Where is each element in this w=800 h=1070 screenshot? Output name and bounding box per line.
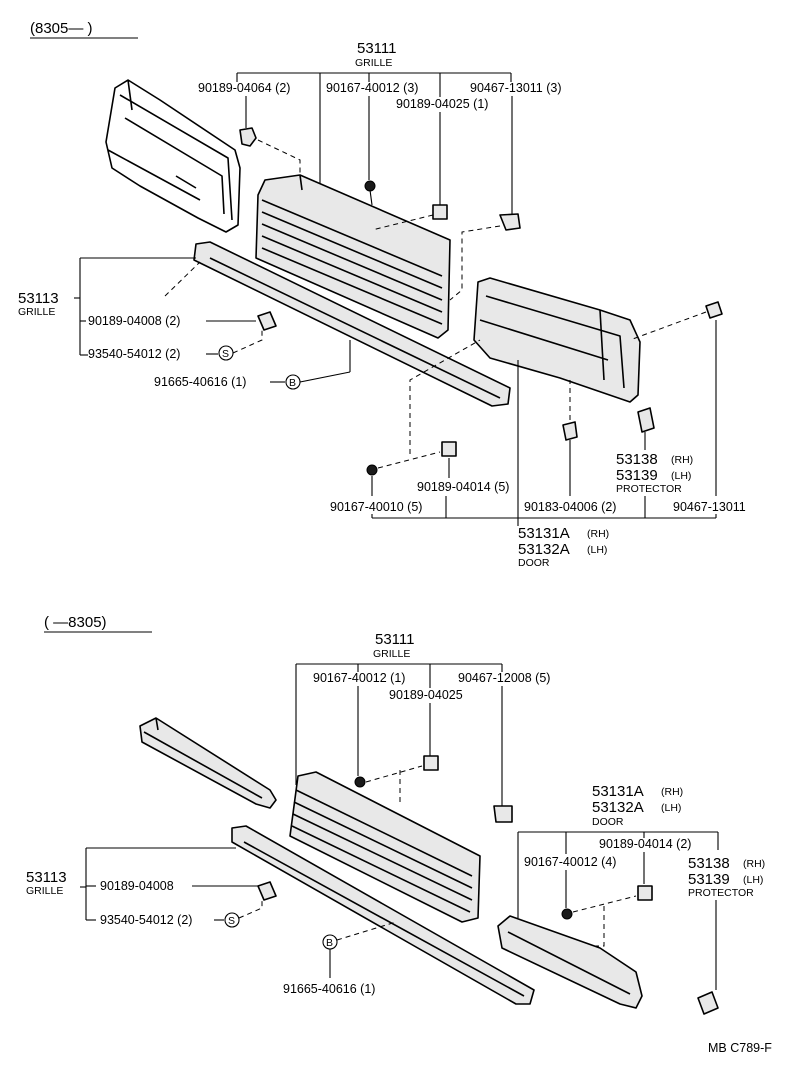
top-door-name: DOOR bbox=[518, 557, 550, 569]
bottom-lower-grille-name: GRILLE bbox=[26, 885, 63, 897]
bottom-door-lh-side: (LH) bbox=[661, 802, 681, 814]
top-screw-d-label: 90167-40010 (5) bbox=[330, 500, 422, 514]
bottom-prot-lh-side: (LH) bbox=[743, 874, 763, 886]
top-screw-c-label: 93540-54012 (2) bbox=[88, 347, 180, 361]
top-right-door-drawing bbox=[473, 277, 641, 403]
top-prot-name: PROTECTOR bbox=[616, 483, 682, 495]
bottom-screw-c-label: 93540-54012 (2) bbox=[100, 913, 192, 927]
top-screw-icon bbox=[364, 180, 376, 206]
bottom-bolt-b-label: 91665-40616 (1) bbox=[283, 982, 375, 996]
bottom-nut-b-icon bbox=[637, 885, 653, 901]
bottom-door-rh-side: (RH) bbox=[661, 786, 683, 798]
top-grille-part: 53111 bbox=[357, 40, 397, 57]
top-prot-rh-side: (RH) bbox=[671, 454, 693, 466]
top-prot-lh-side: (LH) bbox=[671, 470, 691, 482]
bottom-grille-name: GRILLE bbox=[373, 648, 410, 660]
top-nut-a-label: 90189-04025 (1) bbox=[396, 97, 488, 111]
top-clip-b-label: 90467-13011 bbox=[673, 500, 746, 514]
top-screw-d-icon bbox=[366, 464, 378, 476]
top-door-lh-part: 53132A bbox=[518, 541, 570, 558]
top-prot-lh-part: 53139 bbox=[616, 467, 658, 484]
bottom-clip-a-label: 90467-12008 (5) bbox=[458, 671, 550, 685]
top-nut-d-icon bbox=[562, 421, 578, 441]
top-protector-icon bbox=[637, 407, 655, 433]
top-bolt-b-label: 91665-40616 (1) bbox=[154, 375, 246, 389]
bottom-nut-c-label: 90189-04008 bbox=[100, 879, 174, 893]
bottom-lower-grille-part: 53113 bbox=[26, 869, 67, 886]
top-lower-grille-part: 53113 bbox=[18, 290, 59, 307]
bottom-grille-part: 53111 bbox=[375, 631, 415, 648]
bottom-section-label: ( —8305) bbox=[44, 614, 107, 631]
bottom-screw-icon bbox=[354, 776, 366, 788]
top-marker-b-text: B bbox=[289, 377, 296, 389]
bottom-protector-icon bbox=[697, 991, 719, 1015]
bottom-grille-drawing bbox=[289, 771, 481, 923]
bottom-screw-a-label: 90167-40012 (1) bbox=[313, 671, 405, 685]
top-door-rh-part: 53131A bbox=[518, 525, 570, 542]
bottom-screw-b-icon bbox=[561, 908, 573, 920]
top-left-bracket-drawing bbox=[105, 79, 241, 233]
bottom-clip-icon bbox=[493, 805, 513, 823]
top-clip-b-icon bbox=[499, 213, 521, 231]
top-protector-clip-icon bbox=[705, 301, 723, 319]
top-prot-rh-part: 53138 bbox=[616, 451, 658, 468]
bottom-door-name: DOOR bbox=[592, 816, 624, 828]
top-nut-b-label: 90189-04008 (2) bbox=[88, 314, 180, 328]
top-marker-s-text: S bbox=[222, 348, 229, 360]
top-lower-grille-drawing bbox=[193, 241, 511, 407]
bottom-marker-s bbox=[224, 912, 240, 928]
bottom-lower-grille-drawing bbox=[231, 825, 535, 1005]
bottom-nut-b-label: 90189-04014 (2) bbox=[599, 837, 691, 851]
top-lower-grille-name: GRILLE bbox=[18, 306, 55, 318]
top-nut-icon bbox=[432, 204, 448, 220]
bottom-marker-b-text: B bbox=[326, 937, 333, 949]
bottom-nut-a-label: 90189-04025 bbox=[389, 688, 463, 702]
bottom-prot-rh-part: 53138 bbox=[688, 855, 730, 872]
top-door-lh-side: (LH) bbox=[587, 544, 607, 556]
top-nut-d-label: 90183-04006 (2) bbox=[524, 500, 616, 514]
bottom-marker-s-text: S bbox=[228, 915, 235, 927]
bottom-prot-lh-part: 53139 bbox=[688, 871, 730, 888]
bottom-left-bracket-drawing bbox=[139, 717, 277, 809]
bottom-lower-nut-icon bbox=[257, 881, 277, 901]
top-lower-nut-icon bbox=[257, 311, 277, 331]
top-clip-icon bbox=[239, 127, 257, 147]
bottom-prot-rh-side: (RH) bbox=[743, 858, 765, 870]
top-nut-c-label: 90189-04014 (5) bbox=[417, 480, 509, 494]
bottom-door-lh-part: 53132A bbox=[592, 799, 644, 816]
bottom-prot-name: PROTECTOR bbox=[688, 887, 754, 899]
top-grille-name: GRILLE bbox=[355, 57, 392, 69]
top-screw-a-label: 90189-04064 (2) bbox=[198, 81, 290, 95]
footer-code: MB C789-F bbox=[708, 1041, 772, 1055]
top-grille-drawing bbox=[255, 174, 451, 339]
bottom-right-door-drawing bbox=[497, 915, 643, 1009]
top-clip-a-label: 90467-13011 (3) bbox=[470, 81, 562, 95]
bottom-door-rh-part: 53131A bbox=[592, 783, 644, 800]
bottom-nut-icon bbox=[423, 755, 439, 771]
top-section-label: (8305— ) bbox=[30, 20, 93, 37]
top-screw-b-label: 90167-40012 (3) bbox=[326, 81, 418, 95]
bottom-screw-b-label: 90167-40012 (4) bbox=[524, 855, 616, 869]
top-nut-c-icon bbox=[441, 441, 457, 457]
top-door-rh-side: (RH) bbox=[587, 528, 609, 540]
